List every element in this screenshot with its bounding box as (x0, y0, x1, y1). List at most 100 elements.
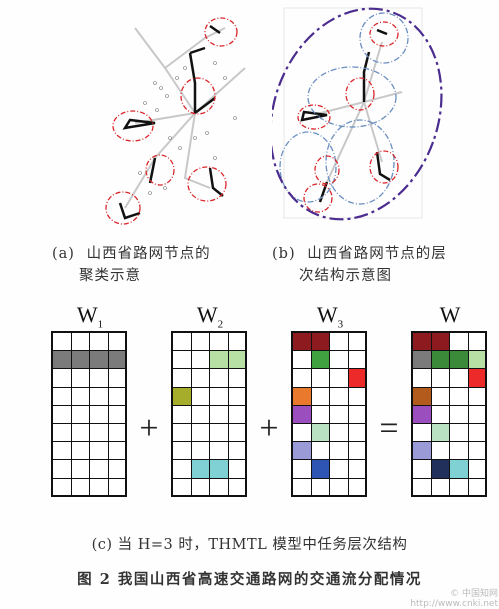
matrix-cell (311, 351, 330, 370)
matrix-cell (191, 460, 210, 479)
matrix-cell (330, 405, 349, 424)
plus-operator-1: + (139, 410, 159, 447)
matrix-cell (191, 442, 210, 461)
matrix-cell (228, 387, 247, 406)
matrix-cell (210, 460, 229, 479)
matrix-cell (173, 387, 192, 406)
matrix-cell (330, 460, 349, 479)
matrix-cell (431, 423, 450, 443)
panel-a-caption: (a) 山西省路网节点的 聚类示意 (52, 243, 262, 287)
matrix-cell (53, 460, 72, 479)
matrix-cell (53, 442, 72, 461)
matrix-cell (450, 351, 469, 370)
matrix-cell (468, 478, 487, 497)
matrix-cell (90, 478, 109, 497)
matrix-cell (431, 478, 450, 497)
matrix-cell (293, 351, 312, 370)
matrix-cell (450, 369, 469, 388)
matrix-cell (53, 405, 72, 424)
matrix-cell (413, 405, 432, 424)
matrix-cell (228, 423, 247, 443)
panel-b-network-image (272, 2, 444, 234)
matrix-cell (108, 442, 127, 461)
matrix-cell (330, 478, 349, 497)
matrix-cell (90, 333, 109, 352)
matrix-cell (191, 405, 210, 424)
matrix-cell (450, 478, 469, 497)
matrix-cell (53, 387, 72, 406)
matrix-cell (71, 351, 90, 370)
matrix-cell (413, 351, 432, 370)
matrix-cell (71, 423, 90, 443)
matrix-cell (210, 369, 229, 388)
matrix-cell (191, 333, 210, 352)
matrix-cell (210, 405, 229, 424)
matrix-cell (53, 423, 72, 443)
matrix-cell (431, 405, 450, 424)
matrix-cell (468, 442, 487, 461)
matrix-cell (311, 369, 330, 388)
matrix-cell (450, 387, 469, 406)
matrix-cell (191, 369, 210, 388)
matrix-cell (450, 460, 469, 479)
matrix-cell (311, 387, 330, 406)
matrix-w3 (291, 331, 367, 497)
matrix-cell (468, 369, 487, 388)
matrix-cell (348, 351, 367, 370)
matrix-cell (311, 333, 330, 352)
equals-operator: = (379, 410, 399, 447)
matrix-cell (108, 333, 127, 352)
matrix-cell (228, 351, 247, 370)
matrix-cell (210, 423, 229, 443)
matrix-cell (53, 369, 72, 388)
matrix-cell (90, 460, 109, 479)
matrix-cell (413, 387, 432, 406)
matrix-cell (293, 423, 312, 443)
subfigure-c-caption: (c) 当 H=3 时，THMTL 模型中任务层次结构 (91, 537, 408, 553)
matrix-cell (413, 460, 432, 479)
matrix-cell (468, 351, 487, 370)
matrix-cell (431, 460, 450, 479)
matrix-cell (293, 460, 312, 479)
matrix-cell (173, 442, 192, 461)
matrix-cell (191, 423, 210, 443)
matrix-cell (108, 369, 127, 388)
panel-b-caption: (b) 山西省路网节点的层 次结构示意图 (272, 243, 492, 287)
matrix-cell (90, 351, 109, 370)
matrix-cell (330, 442, 349, 461)
panel-b-caption-line2: 次结构示意图 (299, 268, 392, 284)
matrix-cell (71, 387, 90, 406)
matrix-cell (108, 423, 127, 443)
matrix-cell (90, 369, 109, 388)
matrix-cell (293, 478, 312, 497)
matrix-cell (210, 333, 229, 352)
matrix-cell (468, 333, 487, 352)
matrix-cell (348, 405, 367, 424)
panel-a-network-image (95, 8, 260, 233)
matrix-cell (191, 387, 210, 406)
matrix-cell (71, 460, 90, 479)
matrix-cell (210, 442, 229, 461)
panel-a-caption-line1: 山西省路网节点的 (86, 246, 211, 262)
plus-operator-2: + (259, 410, 279, 447)
matrix-cell (311, 405, 330, 424)
matrix-cell (293, 369, 312, 388)
matrix-cell (311, 478, 330, 497)
matrix-cell (108, 478, 127, 497)
matrix-w (411, 331, 487, 497)
panel-b-caption-prefix: (b) (272, 246, 296, 262)
matrix-cell (431, 369, 450, 388)
matrix-cell (431, 387, 450, 406)
matrix-cell (330, 387, 349, 406)
matrix-cell (173, 369, 192, 388)
matrix-cell (348, 333, 367, 352)
matrix-cell (311, 442, 330, 461)
matrix-cell (210, 351, 229, 370)
matrix-cell (71, 405, 90, 424)
matrix-cell (191, 351, 210, 370)
matrix-cell (311, 460, 330, 479)
matrix-cell (293, 333, 312, 352)
panel-a-caption-line2: 聚类示意 (79, 268, 141, 284)
matrix-cell (173, 333, 192, 352)
panel-a-caption-prefix: (a) (52, 246, 75, 262)
